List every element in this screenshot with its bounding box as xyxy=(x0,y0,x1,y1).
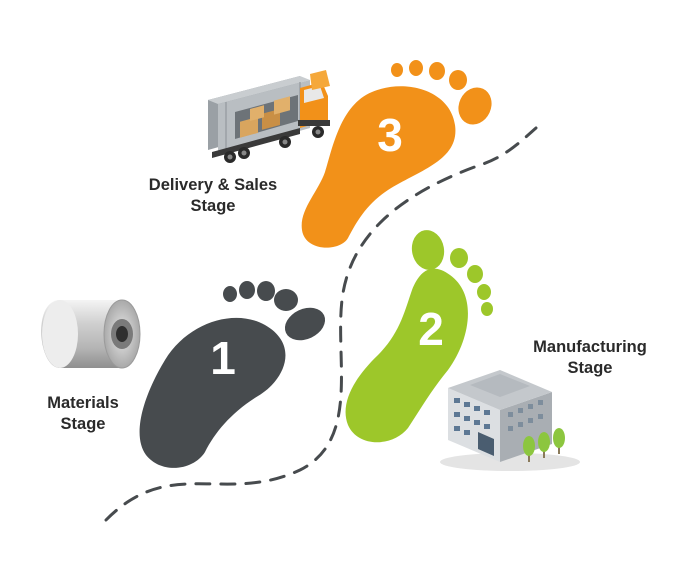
factory-icon xyxy=(440,370,580,471)
paper-roll-icon xyxy=(41,299,141,369)
delivery-label-line2: Stage xyxy=(190,197,236,215)
footprint-3 xyxy=(301,60,492,248)
delivery-label-line1: Delivery & Sales xyxy=(148,176,278,194)
footprint-1 xyxy=(139,281,326,468)
materials-label-line1: Materials xyxy=(47,394,119,412)
delivery-truck-icon xyxy=(208,70,330,163)
dashed-path xyxy=(104,126,538,522)
step-2-number: 2 xyxy=(418,303,444,355)
materials-label-line2: Stage xyxy=(60,415,106,433)
footprint-2 xyxy=(345,230,493,443)
manufacturing-label-line2: Stage xyxy=(567,359,613,377)
step-3-number: 3 xyxy=(377,109,403,161)
manufacturing-label-line1: Manufacturing xyxy=(533,338,647,356)
delivery-sales-stage-label: Delivery & Sales Stage xyxy=(138,175,288,217)
materials-stage-label: Materials Stage xyxy=(28,393,138,435)
manufacturing-stage-label: Manufacturing Stage xyxy=(505,337,675,379)
step-1-number: 1 xyxy=(210,332,236,384)
